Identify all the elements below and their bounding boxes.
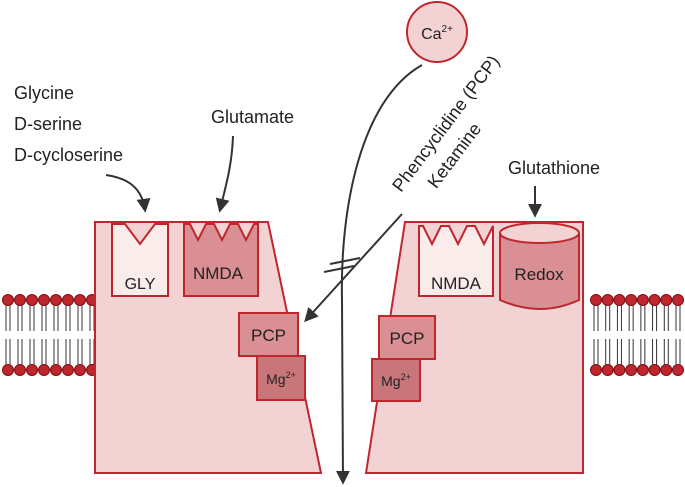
coagonist-dcycloserine: D-cycloserine	[14, 145, 123, 165]
lipid-head	[660, 364, 673, 376]
coagonist-glycine: Glycine	[14, 83, 74, 103]
lipid-head	[14, 294, 26, 306]
mg-left-charge: 2+	[286, 370, 296, 380]
glutamate-arrow	[215, 135, 234, 213]
redox-site: Redox	[499, 222, 580, 310]
redox-site-top	[499, 222, 580, 244]
gly-site-shape	[111, 223, 169, 297]
calcium-ion: Ca2+	[406, 1, 468, 63]
mg-site-left-box	[256, 355, 306, 401]
coagonist-dserine: D-serine	[14, 114, 82, 134]
lipid-head	[62, 294, 74, 306]
lipid-head	[625, 364, 638, 376]
calcium-ion-label: Ca2+	[421, 24, 453, 43]
lipid-head	[601, 294, 614, 306]
lipid-head	[672, 364, 684, 376]
lipid-head	[50, 364, 62, 376]
calcium-charge: 2+	[442, 24, 454, 35]
glutathione-label: Glutathione	[508, 158, 600, 178]
lipid-head	[660, 294, 673, 306]
lipid-head	[62, 364, 74, 376]
membrane-left	[2, 294, 98, 376]
mg-site-left-label: Mg2+	[266, 370, 296, 387]
lipid-head	[2, 364, 14, 376]
gly-site: GLY	[111, 223, 169, 297]
mg-site-right-box	[371, 358, 421, 402]
coagonist-arrow	[105, 174, 151, 213]
pcp-site-right-box	[378, 315, 436, 360]
lipid-head	[648, 364, 661, 376]
calcium-flow-arrow	[335, 64, 423, 485]
gly-site-label: GLY	[125, 276, 156, 293]
block-mark-2	[323, 265, 355, 273]
nmda-site-right: NMDA	[418, 225, 494, 297]
pcp-site-right-label: PCP	[390, 329, 425, 348]
glutamate-label: Glutamate	[211, 107, 294, 127]
nmda-site-right-shape	[418, 225, 494, 297]
lipid-head	[648, 294, 661, 306]
lipid-head	[74, 364, 86, 376]
mg-site-left: Mg2+	[256, 355, 306, 401]
mg-site-right: Mg2+	[371, 358, 421, 402]
pcp-site-right: PCP	[378, 315, 436, 360]
pcp-site-left: PCP	[238, 312, 299, 357]
nmda-site-right-label: NMDA	[431, 274, 482, 293]
lipid-head	[26, 364, 38, 376]
block-mark-1	[329, 257, 361, 265]
lipid-head	[613, 294, 626, 306]
lipid-head	[613, 364, 626, 376]
lipid-head	[590, 364, 602, 376]
lipid-head	[50, 294, 62, 306]
pcp-site-left-box	[238, 312, 299, 357]
lipid-head	[625, 294, 638, 306]
blocker-label: Phencyclidine (PCP) Ketamine	[388, 48, 527, 212]
lipid-head	[601, 364, 614, 376]
lipid-head	[26, 294, 38, 306]
mg-right-charge: 2+	[401, 372, 411, 382]
mg-right-base: Mg	[381, 373, 400, 389]
nmda-site-left: NMDA	[183, 223, 259, 297]
mg-left-base: Mg	[266, 371, 285, 387]
lipid-head	[14, 364, 26, 376]
lipid-head	[38, 294, 50, 306]
redox-site-body	[499, 233, 580, 310]
coagonist-label: Glycine D-serine D-cycloserine	[14, 83, 123, 165]
redox-site-label: Redox	[514, 265, 564, 284]
membrane-right	[590, 294, 684, 376]
mg-site-right-label: Mg2+	[381, 372, 411, 389]
nmda-site-left-shape	[183, 223, 259, 297]
calcium-base: Ca	[421, 26, 442, 43]
lipid-head	[590, 294, 602, 306]
lipid-head	[636, 364, 649, 376]
lipid-head	[38, 364, 50, 376]
lipid-head	[74, 294, 86, 306]
calcium-ion-circle	[406, 1, 468, 63]
pcp-site-left-label: PCP	[251, 326, 286, 345]
lipid-head	[636, 294, 649, 306]
lipid-head	[2, 294, 14, 306]
lipid-head	[672, 294, 684, 306]
nmda-site-left-label: NMDA	[193, 264, 244, 283]
